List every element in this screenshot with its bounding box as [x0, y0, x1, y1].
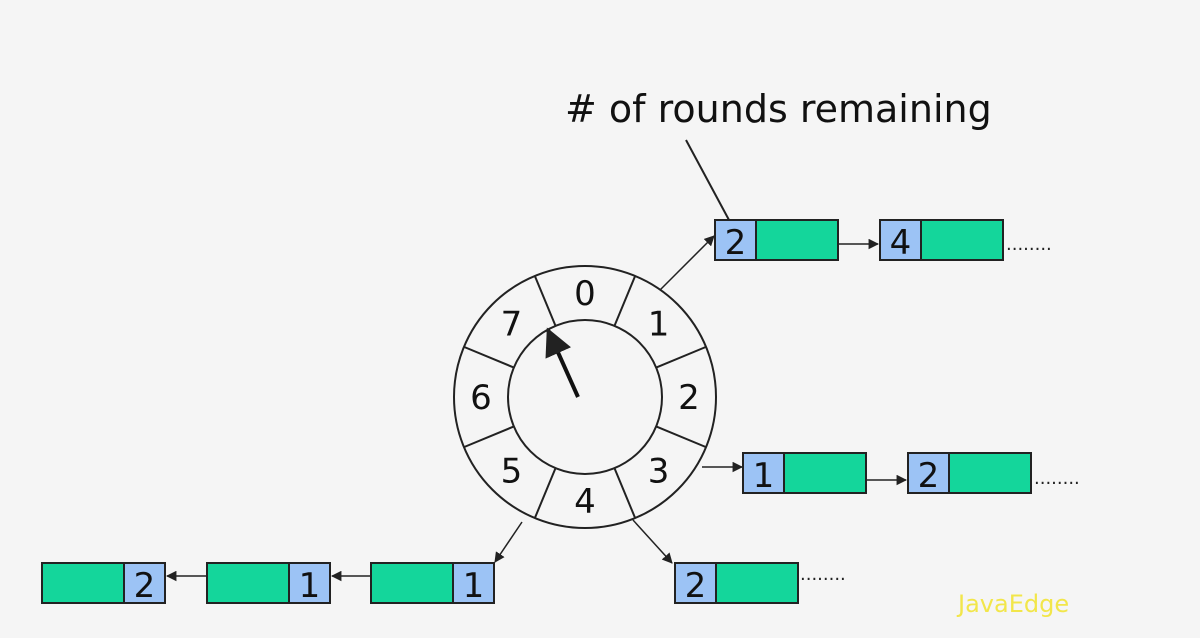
wheel-slot-label: 3	[648, 452, 670, 492]
task-cell	[370, 562, 454, 604]
list-node: 2	[41, 562, 166, 606]
round-count: 1	[299, 566, 321, 606]
wheel-slot-labels: 0 123 4 567	[470, 274, 700, 522]
annotation-label: # of rounds remaining	[565, 87, 992, 131]
list-node: 4	[879, 219, 1004, 263]
wheel-divider	[613, 467, 637, 519]
arrow-slot4-to-chain	[632, 519, 673, 564]
chain-slot-3: 1 2 ........	[742, 452, 1080, 496]
wheel-slot-label: 0	[574, 274, 596, 314]
list-node: 2	[674, 562, 799, 606]
wheel-divider	[533, 275, 557, 327]
wheel-divider	[533, 467, 557, 519]
round-count: 1	[463, 566, 485, 606]
wheel-slot-label: 2	[678, 378, 700, 418]
arrow-slot1-to-chain	[659, 235, 715, 291]
task-cell	[783, 452, 867, 494]
round-cell	[452, 562, 495, 604]
chain-slot-5: 1 1 2	[41, 562, 495, 606]
wheel-dividers	[463, 275, 707, 519]
round-cell	[674, 562, 717, 604]
annotation-leader-line	[685, 139, 730, 221]
round-cell	[123, 562, 166, 604]
watermark: JavaEdge	[956, 590, 1069, 618]
wheel-slot-label: 5	[501, 452, 523, 492]
task-cell	[948, 452, 1032, 494]
list-node: 1	[206, 562, 331, 606]
list-node: 2	[714, 219, 839, 263]
wheel-outer-ring	[453, 265, 717, 529]
chain-continuation: ........	[1034, 468, 1080, 489]
wheel-divider	[463, 425, 515, 449]
task-cell	[41, 562, 125, 604]
wheel-inner-ring	[507, 319, 663, 475]
round-cell	[288, 562, 331, 604]
task-cell	[755, 219, 839, 261]
list-node: 2	[907, 452, 1032, 496]
wheel-slot-label: 4	[574, 482, 596, 522]
round-count: 2	[685, 566, 707, 606]
chain-slot-4: 2 ........	[674, 562, 846, 606]
task-cell	[920, 219, 1004, 261]
wheel-divider	[655, 345, 707, 369]
round-cell	[879, 219, 922, 261]
wheel-slot-label: 7	[501, 304, 523, 344]
round-count: 2	[134, 566, 156, 606]
wheel-slot-label: 6	[470, 378, 492, 418]
task-cell	[715, 562, 799, 604]
list-node: 1	[742, 452, 867, 496]
chain-slot-1: 2 4 ........	[714, 219, 1052, 263]
wheel-divider	[655, 425, 707, 449]
task-cell	[206, 562, 290, 604]
round-count: 1	[753, 456, 775, 496]
round-count: 2	[725, 223, 747, 263]
chain-continuation: ........	[800, 564, 846, 585]
arrow-slot5-to-chain	[494, 521, 523, 563]
round-count: 4	[890, 223, 912, 263]
list-node: 1	[370, 562, 495, 606]
wheel-slot-label: 1	[648, 304, 670, 344]
timing-wheel: 0 123 4 567	[453, 265, 717, 529]
wheel-divider	[613, 275, 637, 327]
round-cell	[742, 452, 785, 494]
wheel-divider	[463, 345, 515, 369]
round-count: 2	[918, 456, 940, 496]
wheel-pointer-hand	[545, 327, 580, 398]
chain-continuation: ........	[1006, 234, 1052, 255]
